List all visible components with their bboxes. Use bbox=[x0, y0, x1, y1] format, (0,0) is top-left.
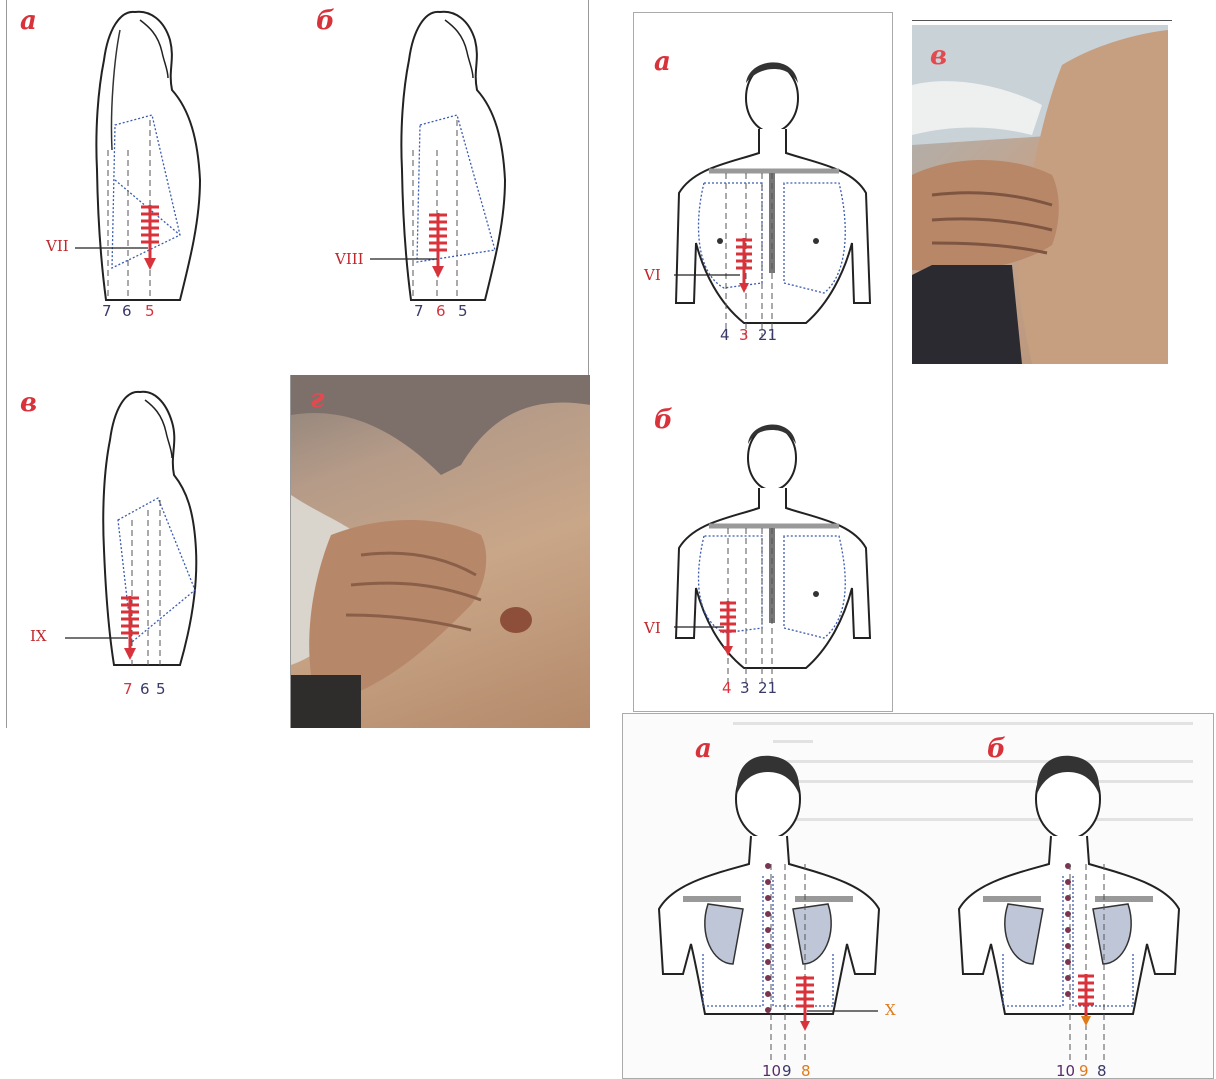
lateral-torso-b bbox=[345, 0, 590, 340]
back-line-9-b: 9 bbox=[1079, 1062, 1089, 1079]
front-torso-b bbox=[634, 408, 892, 708]
back-line-9-a: 9 bbox=[782, 1062, 792, 1079]
lateral-torso-v bbox=[40, 380, 300, 720]
line-7-b: 7 bbox=[414, 302, 424, 320]
line-5-v: 5 bbox=[156, 680, 166, 698]
front-line-21-b: 21 bbox=[758, 679, 777, 697]
posterior-figure: а X 10 9 8 б bbox=[622, 713, 1214, 1079]
rib-label-b: VIII bbox=[335, 250, 364, 268]
back-torso-b bbox=[928, 714, 1208, 1078]
panel-v-letter: в bbox=[20, 388, 37, 418]
front-line-3-a: 3 bbox=[739, 326, 749, 344]
photo-v-shapes bbox=[912, 25, 1168, 364]
line-5-a: 5 bbox=[145, 302, 155, 320]
photo-v-top-rule bbox=[912, 20, 1172, 21]
rib-label-a: VII bbox=[46, 237, 69, 255]
back-line-10-a: 10 bbox=[762, 1062, 781, 1079]
lateral-figure: а VII 7 6 5 б bbox=[0, 0, 590, 728]
back-rib-a: X bbox=[885, 1001, 896, 1019]
panel-g-letter: г bbox=[310, 384, 325, 414]
palpation-photo-g bbox=[290, 375, 590, 728]
front-line-4-a: 4 bbox=[720, 326, 730, 344]
line-6-v: 6 bbox=[140, 680, 150, 698]
front-line-3-b: 3 bbox=[740, 679, 750, 697]
front-line-4-b: 4 bbox=[722, 679, 732, 697]
lateral-torso-a bbox=[40, 0, 300, 340]
panel-a-letter: а bbox=[20, 6, 37, 36]
panel-b-letter: б bbox=[316, 6, 335, 36]
anterior-figure: а VI 4 3 21 б bbox=[633, 12, 893, 712]
rib-label-v: IX bbox=[30, 627, 47, 645]
front-rib-a: VI bbox=[644, 266, 661, 284]
line-6-b: 6 bbox=[436, 302, 446, 320]
photo-v-letter: в bbox=[930, 41, 947, 71]
line-6-a: 6 bbox=[122, 302, 132, 320]
front-rib-b: VI bbox=[644, 619, 661, 637]
line-7-v: 7 bbox=[123, 680, 133, 698]
front-line-21-a: 21 bbox=[758, 326, 777, 344]
back-line-8-a: 8 bbox=[801, 1062, 811, 1079]
line-7-a: 7 bbox=[102, 302, 112, 320]
photo-g-shapes bbox=[291, 375, 590, 728]
back-torso-a bbox=[623, 714, 913, 1078]
palpation-photo-v: в bbox=[912, 25, 1168, 364]
back-line-10-b: 10 bbox=[1056, 1062, 1075, 1079]
line-5-b: 5 bbox=[458, 302, 468, 320]
back-line-8-b: 8 bbox=[1097, 1062, 1107, 1079]
